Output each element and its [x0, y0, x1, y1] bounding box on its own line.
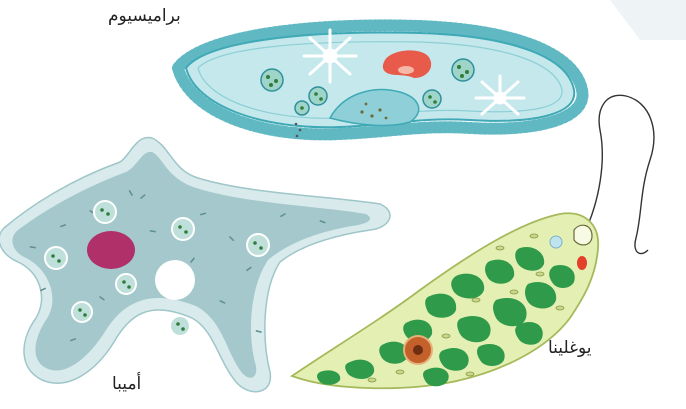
paramecium-micronucleus: [398, 66, 414, 74]
amoeba-nucleus: [87, 231, 135, 269]
euglena-nucleolus: [413, 345, 423, 355]
paramecium-contractile-vacuole-left: [304, 30, 356, 82]
label-amoeba: أميبا: [112, 374, 141, 394]
label-euglena: يوغلينا: [548, 338, 591, 358]
paramecium: [178, 25, 583, 137]
label-paramecium: براميسيوم: [108, 6, 181, 26]
euglena-eyespot: [577, 256, 587, 270]
background-streak: [610, 0, 686, 40]
euglena-reservoir: [574, 225, 592, 245]
amoeba-contractile-vacuole: [155, 260, 195, 300]
euglena-contractile-vacuole: [550, 236, 562, 248]
